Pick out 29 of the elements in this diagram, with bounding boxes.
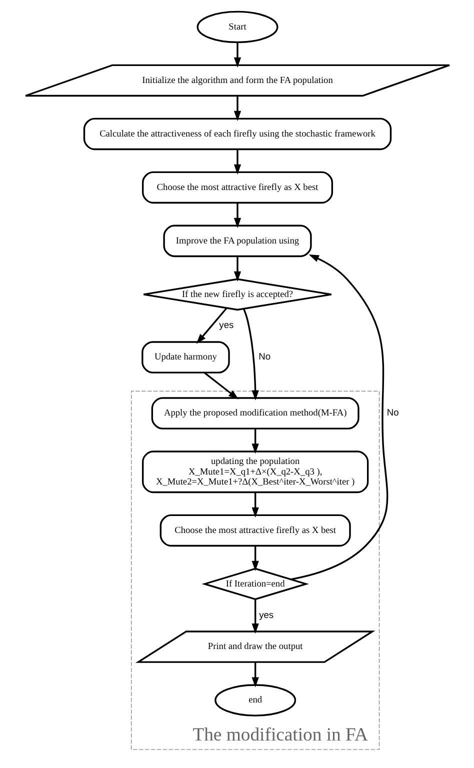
- node-box: Update harmony: [141, 341, 230, 374]
- arrow: [251, 492, 258, 518]
- arrow: [251, 599, 258, 634]
- arrow: [196, 308, 227, 344]
- arrow: [251, 428, 258, 454]
- arrow: [233, 150, 241, 175]
- node-ellipse: end: [214, 684, 296, 716]
- arrow: [233, 96, 241, 122]
- arrow: [290, 254, 388, 580]
- node-box: Calculate the attractiveness of each firefly using the stochastic framework: [82, 118, 392, 150]
- edge-label: yes: [218, 320, 234, 330]
- edge-label: No: [386, 408, 398, 418]
- arrow: [233, 42, 241, 68]
- arrow: [242, 308, 258, 401]
- edge-label: yes: [258, 610, 274, 620]
- arrow: [251, 546, 258, 572]
- node-box: Improve the FA population using: [162, 224, 312, 258]
- node-ellipse: Start: [196, 10, 278, 44]
- arrow: [251, 662, 258, 688]
- edge-label: No: [258, 352, 270, 362]
- node-diamond: If Iteration=end: [201, 568, 308, 600]
- node-box: Choose the most attractive firefly as X best: [159, 514, 350, 547]
- node-diamond: If the new firefly is accepted?: [142, 278, 332, 311]
- node-box: Choose the most attractive firefly as X best: [141, 171, 333, 204]
- node-box: Apply the proposed modification method(M-FA): [150, 397, 359, 430]
- node-box: updating the population X_Mute1=X_q1+Δ×(X_q2-X_q3 ), X_Mute2=X_Mute1+?Δ(X_Best^iter-X_Worst^iter ): [141, 450, 368, 494]
- arrow: [233, 256, 241, 282]
- arrow: [233, 203, 241, 228]
- arrow: [203, 372, 238, 400]
